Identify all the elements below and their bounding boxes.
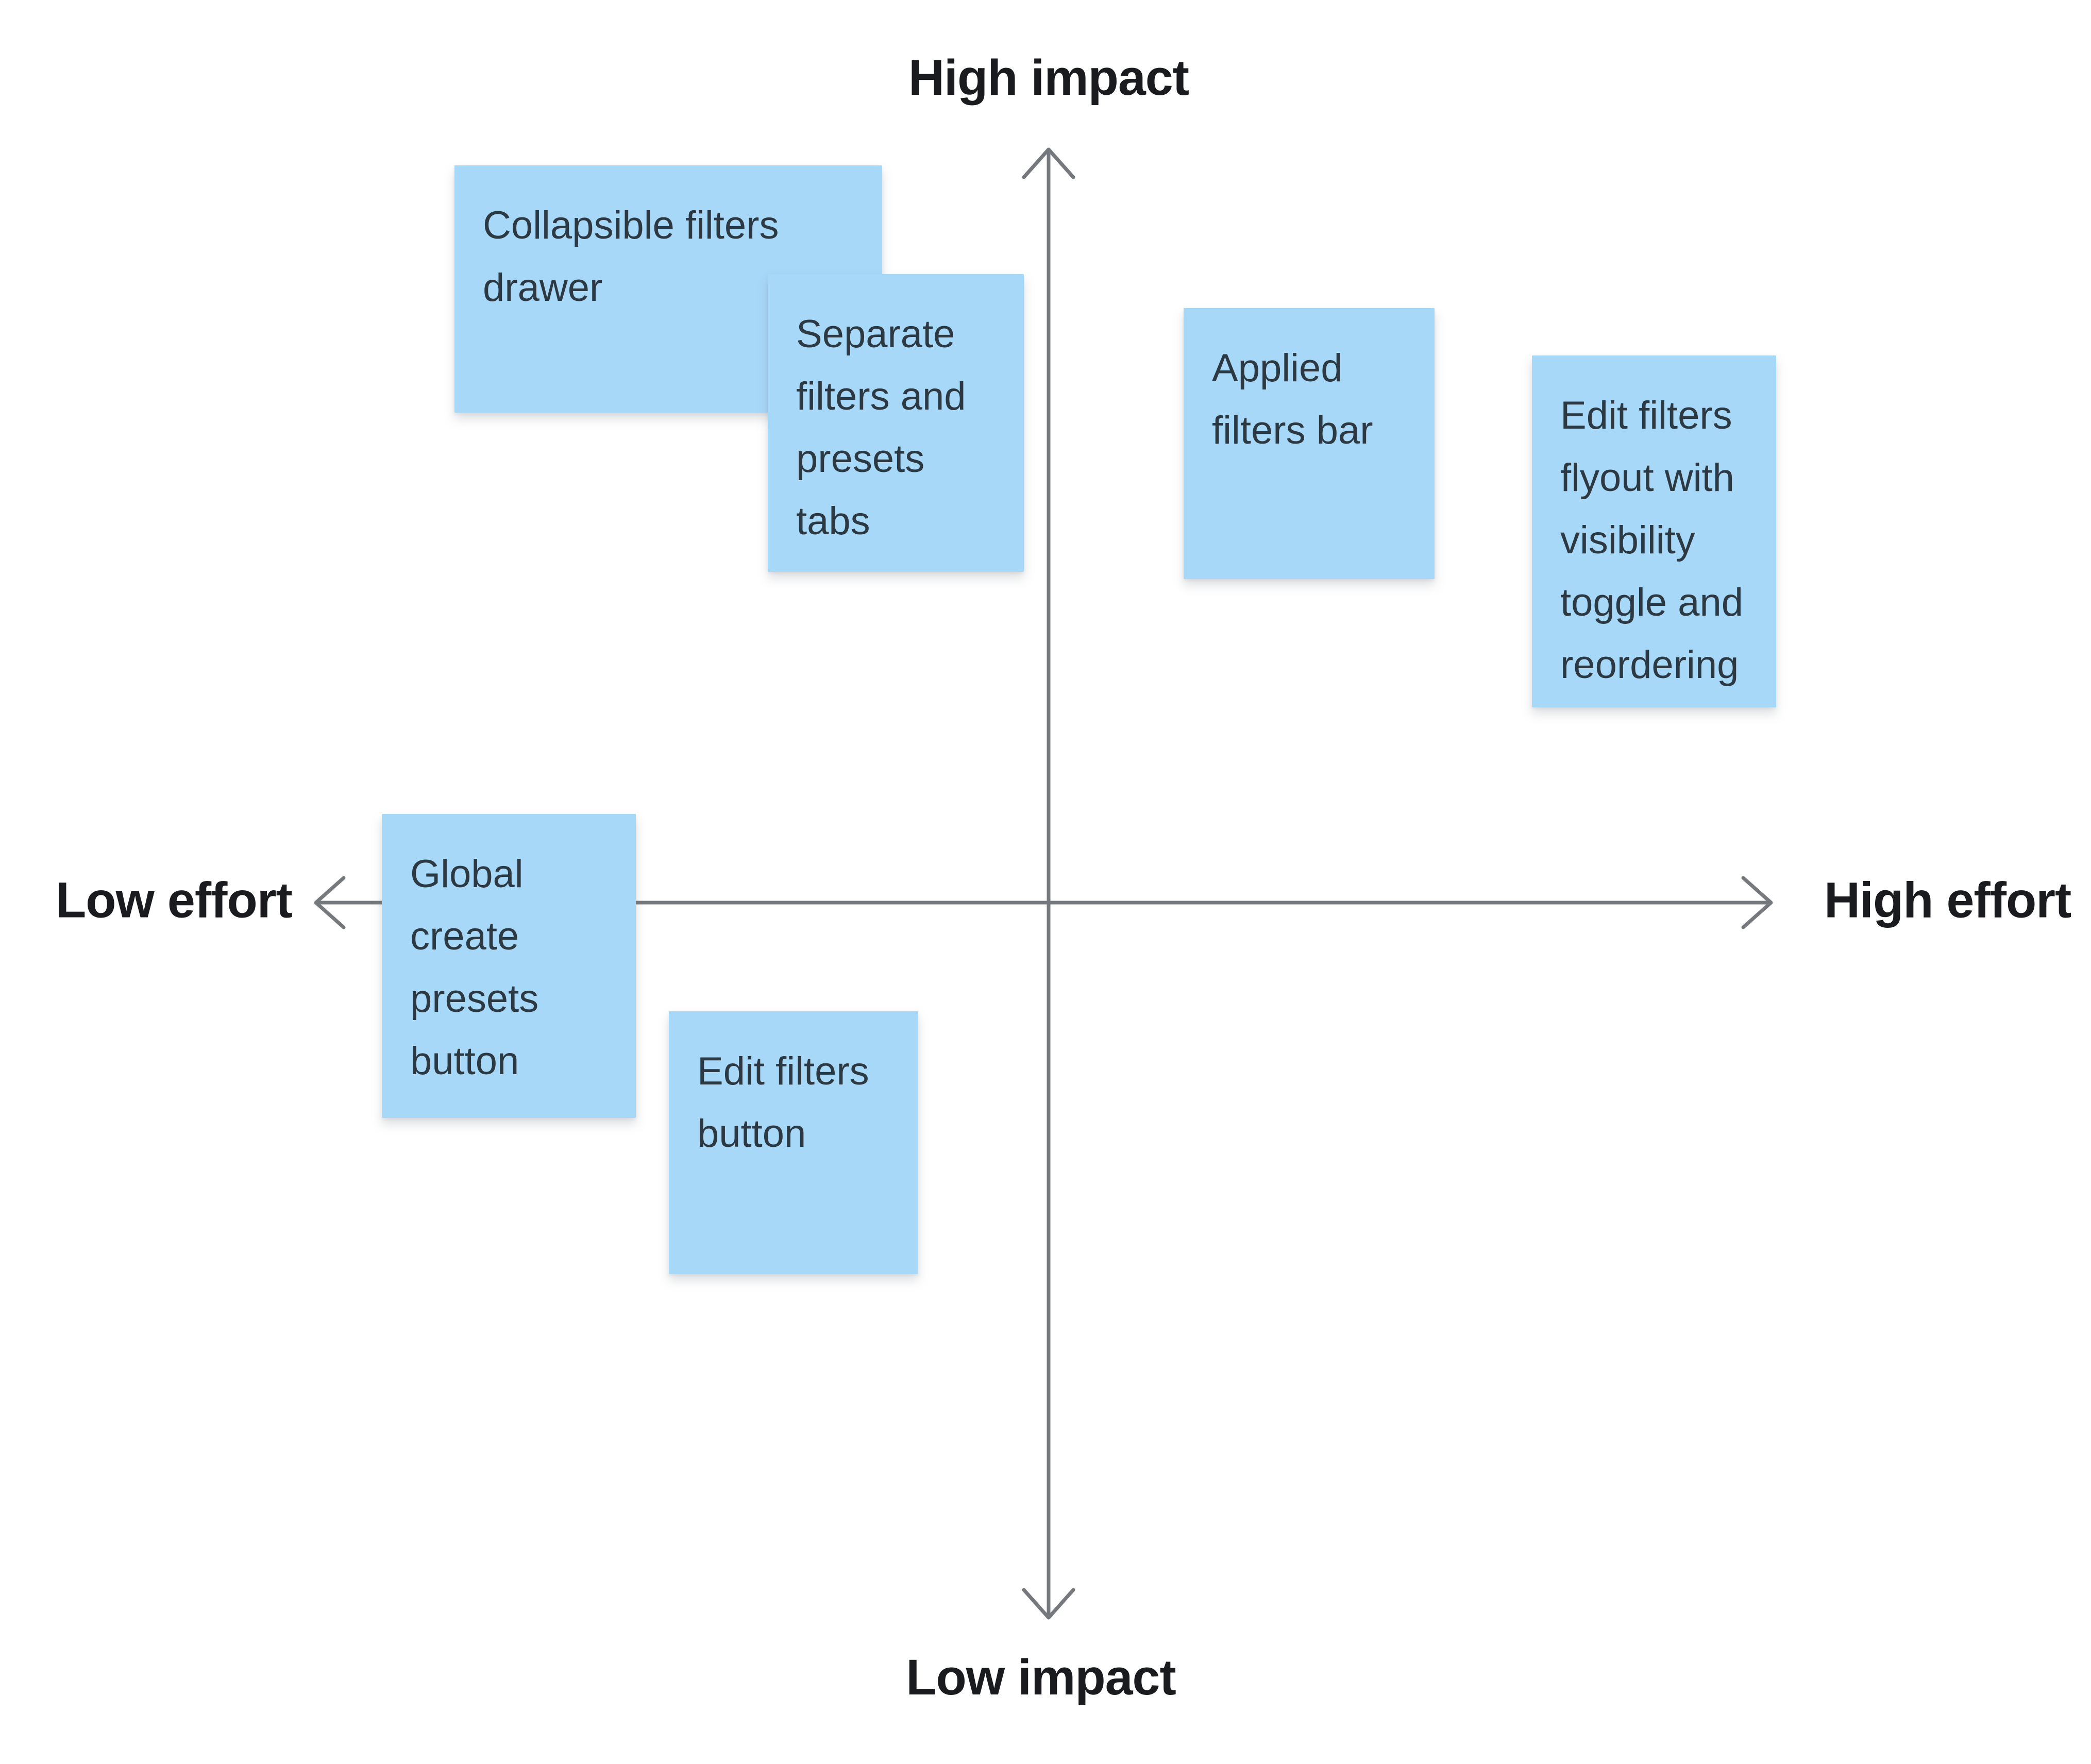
sticky-note-text: Collapsible filters drawer [483,203,779,310]
sticky-note-edit-filters-button[interactable]: Edit filters button [669,1011,918,1274]
sticky-note-text: Edit filters flyout with visibility togg… [1560,394,1743,687]
axis-label-low-impact: Low impact [906,1649,1176,1705]
axis-label-high-impact: High impact [908,49,1189,106]
arrow-up-icon [1022,147,1075,179]
sticky-note-separate-filters-and-presets-tabs[interactable]: Separate filters and presets tabs [768,274,1024,572]
sticky-note-global-create-presets-button[interactable]: Global create presets button [382,814,636,1118]
axis-label-low-effort: Low effort [56,872,293,928]
sticky-note-text: Global create presets button [410,852,539,1083]
sticky-note-text: Applied filters bar [1212,346,1373,452]
sticky-note-edit-filters-flyout[interactable]: Edit filters flyout with visibility togg… [1532,355,1776,707]
sticky-note-text: Separate filters and presets tabs [796,312,966,543]
arrow-right-icon [1741,876,1773,929]
arrow-down-icon [1022,1588,1075,1620]
sticky-note-text: Edit filters button [697,1049,869,1156]
axis-label-high-effort: High effort [1824,872,2071,928]
sticky-note-applied-filters-bar[interactable]: Applied filters bar [1184,308,1435,579]
arrow-left-icon [314,876,346,929]
